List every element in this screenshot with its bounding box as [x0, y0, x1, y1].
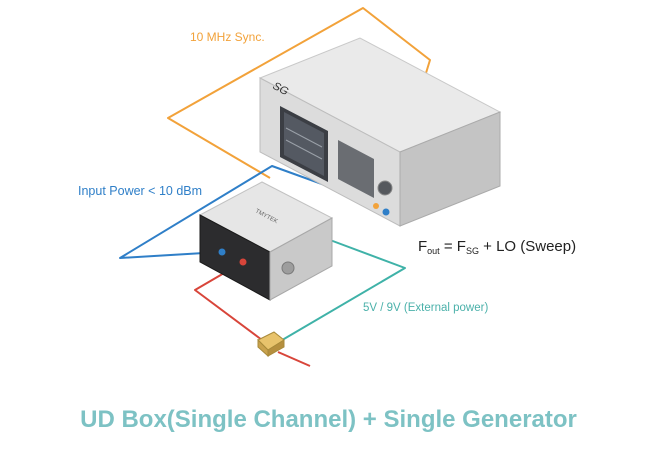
diagram-caption: UD Box(Single Channel) + Single Generato…	[80, 406, 577, 433]
sync-label: 10 MHz Sync.	[190, 30, 265, 44]
generator-knob	[377, 180, 393, 196]
external-power-label: 5V / 9V (External power)	[363, 302, 489, 314]
formula-f: F	[418, 238, 428, 255]
udbox-dc-port	[239, 258, 247, 266]
udbox-fan	[281, 261, 295, 275]
formula-out-subscript: out	[427, 246, 440, 256]
generator-ref-port	[373, 203, 379, 209]
generator-side	[399, 111, 501, 227]
input-power-label: Input Power < 10 dBm	[78, 184, 203, 198]
generator-screen-inner	[284, 112, 324, 176]
udbox-side	[269, 217, 333, 301]
generator-keypad	[338, 140, 374, 198]
udbox-rf-port	[218, 248, 226, 256]
formula-eq-f: = F	[439, 238, 466, 255]
formula-rest: + LO (Sweep)	[478, 238, 577, 255]
power-adapter	[257, 331, 285, 358]
signal-generator: SG	[258, 37, 502, 227]
generator-rf-port	[382, 208, 390, 216]
dc-cable-tail	[277, 351, 311, 367]
ud-box: TMYTEK	[198, 181, 334, 301]
external-power-cable	[271, 239, 406, 347]
output-frequency-formula: Fout = FSG + LO (Sweep)	[418, 238, 576, 256]
formula-sg-subscript: SG	[465, 246, 479, 256]
